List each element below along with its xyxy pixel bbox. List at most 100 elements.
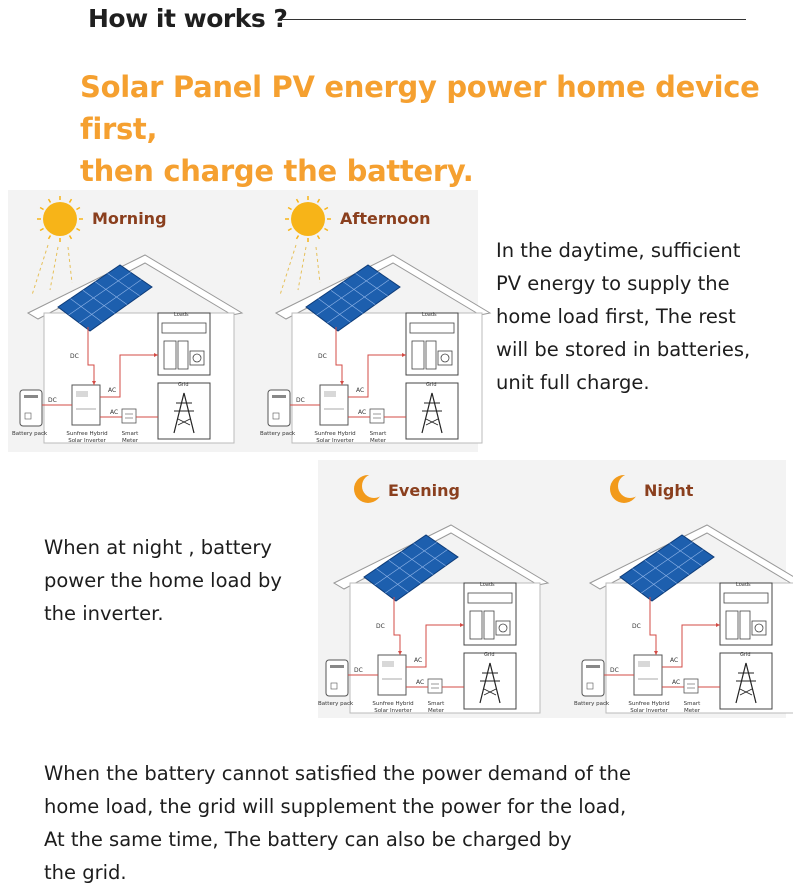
hybrid-inverter	[319, 384, 349, 426]
ac-tag-loads: AC	[356, 387, 365, 394]
ac-tag-meter: AC	[110, 409, 119, 416]
loads-box	[157, 312, 211, 376]
grid-tag: Grid	[484, 652, 495, 658]
night-line-2: power the home load by	[44, 569, 282, 592]
battery-pack-tag: Battery pack	[12, 431, 48, 437]
moon-icon	[354, 474, 386, 503]
daytime-line-2: PV energy to supply the	[496, 272, 730, 295]
heading-rule	[282, 19, 746, 20]
battery-pack-tag: Battery pack	[260, 431, 296, 437]
scene-label: Afternoon	[340, 209, 431, 228]
dc-tag-battery: DC	[48, 397, 57, 404]
inverter-tag: Sunfree Hybrid Solar Inverter	[628, 701, 670, 714]
dc-tag-battery: DC	[354, 667, 363, 674]
night-line-3: the inverter.	[44, 602, 164, 625]
ac-tag-loads: AC	[414, 657, 423, 664]
smart-meter	[121, 408, 137, 424]
daytime-line-3: home load first, The rest	[496, 305, 736, 328]
power-flow-lines	[348, 597, 464, 688]
grid-tag: Grid	[178, 382, 189, 388]
loads-tag: Loads	[480, 582, 495, 588]
headline-line-2: then charge the battery.	[80, 154, 474, 188]
daytime-line-5: unit full charge.	[496, 371, 650, 394]
headline: Solar Panel PV energy power home device …	[80, 66, 780, 192]
solar-panel	[57, 264, 153, 332]
scene-label: Night	[644, 481, 694, 500]
dc-tag-top: DC	[376, 623, 385, 630]
scene-illustration	[581, 474, 793, 714]
loads-box	[463, 582, 517, 646]
grid-line-1: When the battery cannot satisfied the po…	[44, 762, 632, 785]
night-description: When at night , battery power the home l…	[44, 531, 314, 630]
battery-pack	[267, 389, 291, 427]
sun-icon	[285, 196, 331, 242]
daytime-line-4: will be stored in batteries,	[496, 338, 751, 361]
grid-tag: Grid	[426, 382, 437, 388]
daytime-description: In the daytime, sufficient PV energy to …	[496, 234, 786, 399]
smart-meter-tag: Smart Meter	[369, 431, 387, 444]
hybrid-inverter	[377, 654, 407, 696]
smart-meter	[683, 678, 699, 694]
smart-meter-tag: Smart Meter	[121, 431, 139, 444]
dc-tag-battery: DC	[610, 667, 619, 674]
moon-icon	[610, 474, 642, 503]
smart-meter-tag: Smart Meter	[683, 701, 701, 714]
inverter-tag: Sunfree Hybrid Solar Inverter	[372, 701, 414, 714]
hybrid-inverter	[71, 384, 101, 426]
hybrid-inverter	[633, 654, 663, 696]
dc-tag-top: DC	[632, 623, 641, 630]
battery-pack	[581, 659, 605, 697]
grid-tower	[405, 382, 459, 440]
loads-tag: Loads	[736, 582, 751, 588]
power-flow-lines	[42, 327, 158, 418]
solar-panel	[363, 534, 459, 602]
daytime-line-1: In the daytime, sufficient	[496, 239, 741, 262]
scene-label: Morning	[92, 209, 167, 228]
inverter-tag: Sunfree Hybrid Solar Inverter	[66, 431, 108, 444]
loads-box	[405, 312, 459, 376]
inverter-tag: Sunfree Hybrid Solar Inverter	[314, 431, 356, 444]
scene-illustration	[19, 196, 244, 444]
dc-tag-top: DC	[70, 353, 79, 360]
grid-description: When the battery cannot satisfied the po…	[44, 757, 744, 889]
grid-tower	[719, 652, 773, 710]
scene-label: Evening	[388, 481, 460, 500]
loads-box	[719, 582, 773, 646]
sun-icon	[37, 196, 83, 242]
ac-tag-meter: AC	[672, 679, 681, 686]
solar-panel	[305, 264, 401, 332]
grid-tower	[157, 382, 211, 440]
section-heading: How it works ?	[88, 4, 288, 33]
battery-pack-tag: Battery pack	[574, 701, 610, 707]
power-flow-lines	[604, 597, 720, 688]
grid-tower	[463, 652, 517, 710]
smart-meter-tag: Smart Meter	[427, 701, 445, 714]
night-line-1: When at night , battery	[44, 536, 272, 559]
dc-tag-battery: DC	[296, 397, 305, 404]
loads-tag: Loads	[174, 312, 189, 318]
solar-panel	[619, 534, 715, 602]
grid-line-4: the grid.	[44, 861, 127, 884]
battery-pack	[19, 389, 43, 427]
headline-line-1: Solar Panel PV energy power home device …	[80, 70, 760, 146]
dc-tag-top: DC	[318, 353, 327, 360]
grid-line-2: home load, the grid will supplement the …	[44, 795, 627, 818]
smart-meter	[369, 408, 385, 424]
ac-tag-loads: AC	[670, 657, 679, 664]
ac-tag-loads: AC	[108, 387, 117, 394]
ac-tag-meter: AC	[416, 679, 425, 686]
battery-pack	[325, 659, 349, 697]
grid-line-3: At the same time, The battery can also b…	[44, 828, 572, 851]
scene-illustration	[325, 474, 550, 714]
power-flow-lines	[290, 327, 406, 418]
ac-tag-meter: AC	[358, 409, 367, 416]
smart-meter	[427, 678, 443, 694]
scene-illustration	[267, 196, 492, 444]
loads-tag: Loads	[422, 312, 437, 318]
grid-tag: Grid	[740, 652, 751, 658]
battery-pack-tag: Battery pack	[318, 701, 354, 707]
